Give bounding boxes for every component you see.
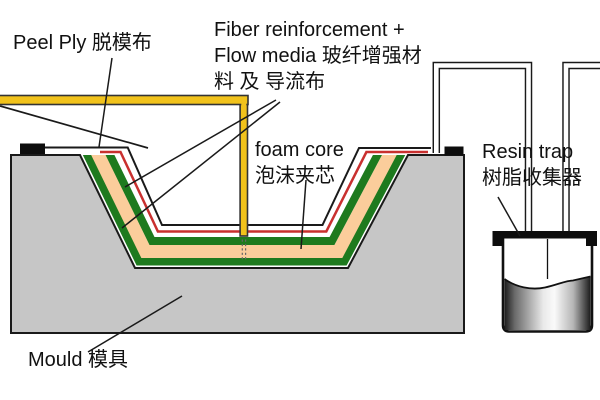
resin-trap-lid-tab-left [492,238,504,246]
resin-trap-pointer [497,196,521,237]
fiber-label-line2: Flow media 玻纤增强材 [214,45,422,67]
mould-pointer [87,295,183,353]
resin-trap [492,231,597,333]
foam-core-label: foam core 泡沫夹芯 [255,138,344,190]
fiber-layer-lower [82,155,406,266]
foam-core-layer [91,155,397,258]
resin-trap-lid [492,231,597,239]
sealant-tape-left [20,143,45,154]
fiber-label: Fiber reinforcement + Flow media 玻纤增强材 料… [214,18,422,96]
resin-inlet-tube-elbow [241,97,247,107]
fiber-label-line1: Fiber reinforcement + [214,19,405,41]
foam-core-label-line1: foam core [255,139,344,161]
liquid-surface-line [503,275,591,290]
resin-trap-lid-tab-right [586,238,597,246]
fiber-pointer-2 [121,101,281,229]
mould-label: Mould 模具 [28,349,129,371]
mould-body [10,154,465,334]
resin-trap-label-line1: Resin trap [482,141,574,163]
fiber-pointer-1 [124,99,277,188]
resin-trap-label: Resin trap 树脂收集器 [482,140,582,192]
sealant-tape-right [444,146,464,156]
resin-inlet-tube-horizontal [0,94,249,106]
bag-film-line [0,105,149,149]
resin-liquid [504,276,591,330]
fiber-label-line3: 料 及 导流布 [214,71,326,93]
peel-ply-pointer [98,57,113,148]
resin-flow-dashes [241,239,247,260]
foam-core-label-line2: 泡沫夹芯 [255,165,335,187]
foam-core-pointer [300,179,307,250]
peel-ply-label: Peel Ply 脱模布 [13,32,152,54]
resin-trap-label-line2: 树脂收集器 [482,167,582,189]
